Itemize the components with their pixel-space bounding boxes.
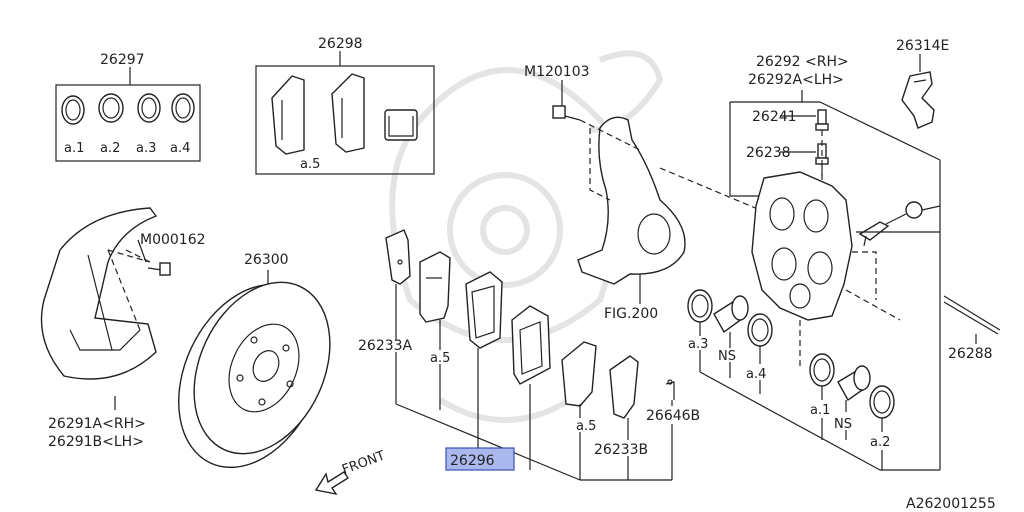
label-ns-right: NS [834, 417, 852, 432]
brake-disc-group [178, 270, 331, 469]
seal-ring-4 [171, 93, 195, 123]
label-26241[interactable]: 26241 [752, 109, 797, 125]
label-26288[interactable]: 26288 [948, 346, 993, 362]
label-a1-box: a.1 [64, 141, 84, 156]
seal-kit-group [55, 67, 201, 162]
label-a5-right: a.5 [576, 419, 596, 434]
bleeder-screw [815, 109, 829, 131]
pad-shim-right [561, 341, 597, 407]
label-ns-left: NS [718, 349, 736, 364]
pad-kit-pad-2 [331, 73, 365, 153]
piston-kit-left [687, 289, 940, 471]
guide-pin [943, 295, 1001, 335]
label-26300[interactable]: 26300 [244, 252, 289, 268]
seal-ring-2 [98, 93, 124, 123]
part-labels: 26297 26298 M120103 26292 <RH> 26292A<LH… [48, 36, 996, 512]
label-a2-box: a.2 [100, 141, 120, 156]
outer-shim-right [609, 355, 639, 419]
label-26291a-rh[interactable]: 26291A<RH> [48, 416, 146, 432]
caliper-body [751, 171, 853, 321]
label-26292a-lh[interactable]: 26292A<LH> [748, 72, 844, 88]
figure-code: A262001255 [906, 496, 996, 512]
dust-shield-group [40, 207, 171, 410]
piston-ns-left [713, 295, 749, 334]
label-a5-left: a.5 [430, 351, 450, 366]
inner-pad [511, 305, 551, 385]
label-a3-caliper: a.3 [688, 337, 708, 352]
steering-knuckle [577, 116, 686, 285]
label-26238[interactable]: 26238 [746, 145, 791, 161]
dust-shield [40, 207, 158, 380]
label-26233a[interactable]: 26233A [358, 338, 413, 354]
shield-bolt [147, 262, 171, 276]
label-a1-caliper: a.1 [810, 403, 830, 418]
front-direction-arrow [314, 471, 349, 496]
highlighted-pad [465, 271, 503, 349]
knuckle-bolt [552, 105, 581, 121]
label-m000162[interactable]: M000162 [140, 232, 206, 248]
caliper-group [729, 54, 1001, 470]
pad-shim-left [419, 251, 451, 323]
seal-ring-1 [61, 95, 85, 125]
label-26291b-lh[interactable]: 26291B<LH> [48, 434, 144, 450]
label-fig200[interactable]: FIG.200 [604, 306, 658, 322]
label-26298[interactable]: 26298 [318, 36, 363, 52]
label-a5-box: a.5 [300, 157, 320, 172]
label-a3-box: a.3 [136, 141, 156, 156]
label-26314e[interactable]: 26314E [896, 38, 949, 54]
piston-kit-right [809, 353, 895, 470]
label-m120103[interactable]: M120103 [524, 64, 590, 80]
front-arrow-icon [314, 471, 349, 496]
steering-knuckle-group [552, 80, 761, 304]
label-a2-caliper: a.2 [870, 435, 890, 450]
brake-pad-group [385, 229, 675, 481]
label-a4-box: a.4 [170, 141, 190, 156]
pad-kit-shim [384, 109, 418, 141]
pad-clip [665, 379, 675, 400]
pad-spring [858, 221, 890, 247]
label-26297[interactable]: 26297 [100, 52, 145, 68]
pad-retainer-clip [901, 54, 935, 129]
label-front: FRONT [340, 448, 387, 477]
label-26233b[interactable]: 26233B [594, 442, 648, 458]
seal-ring-3 [137, 93, 161, 123]
label-26296[interactable]: 26296 [450, 453, 495, 469]
caliper-bolt [885, 201, 923, 225]
piston-ns-right [837, 365, 871, 402]
label-26292-rh[interactable]: 26292 <RH> [756, 54, 849, 70]
pad-kit-pad-1 [271, 75, 305, 155]
outer-shim-left [385, 229, 411, 285]
label-a4-caliper: a.4 [746, 367, 766, 382]
pad-kit-group [255, 51, 435, 175]
part-highlight-box [445, 447, 515, 471]
label-26646b[interactable]: 26646B [646, 408, 700, 424]
